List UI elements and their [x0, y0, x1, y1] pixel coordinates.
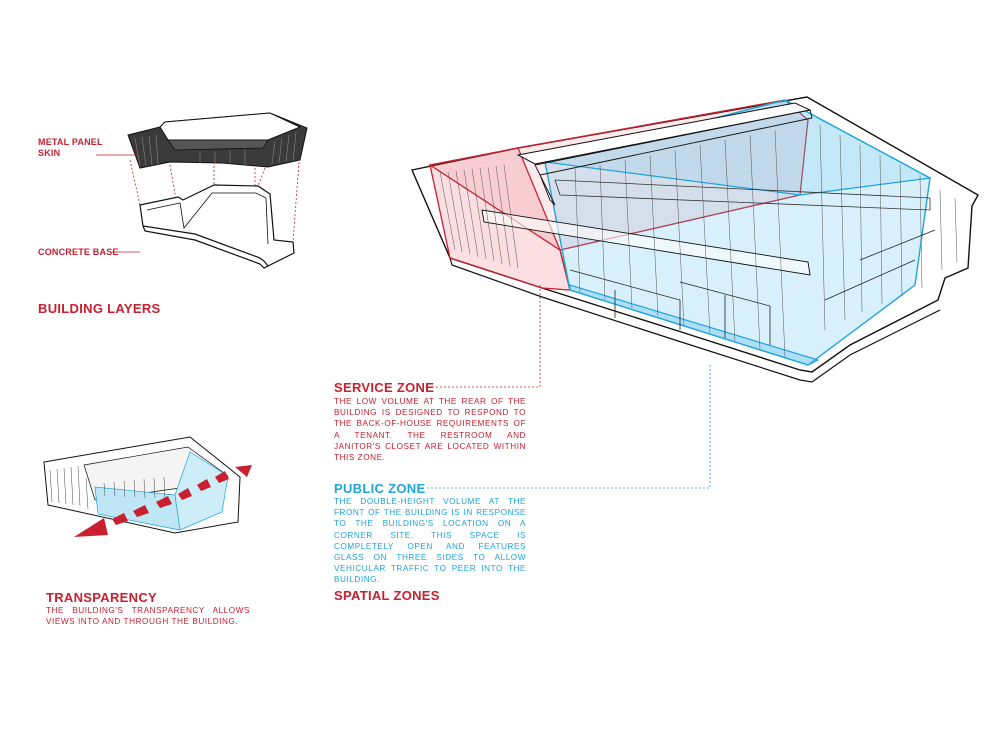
concrete-base-drawing [139, 184, 295, 269]
service-zone-title: SERVICE ZONE [334, 380, 435, 395]
metal-panel-label-line2: SKIN [38, 148, 61, 158]
transparency-title: TRANSPARENCY [46, 590, 157, 605]
transparency-drawing [43, 436, 252, 537]
building-layers-drawing [127, 112, 308, 269]
public-zone-title: PUBLIC ZONE [334, 481, 426, 496]
transparency-body: THE BUILDING'S TRANSPARENCY ALLOWS VIEWS… [46, 606, 250, 627]
public-zone-body: THE DOUBLE-HEIGHT VOLUME AT THE FRONT OF… [334, 497, 526, 585]
concrete-base-label: CONCRETE BASE [38, 247, 119, 257]
spatial-zones-drawing [411, 96, 979, 489]
metal-panel-label: METAL PANEL SKIN [38, 137, 103, 159]
service-zone-body: THE LOW VOLUME AT THE REAR OF THE BUILDI… [334, 397, 526, 463]
spatial-zones-title: SPATIAL ZONES [334, 588, 440, 603]
metal-panel-label-line1: METAL PANEL [38, 137, 103, 147]
building-layers-title: BUILDING LAYERS [38, 301, 161, 316]
metal-panel-skin-drawing [127, 112, 308, 169]
